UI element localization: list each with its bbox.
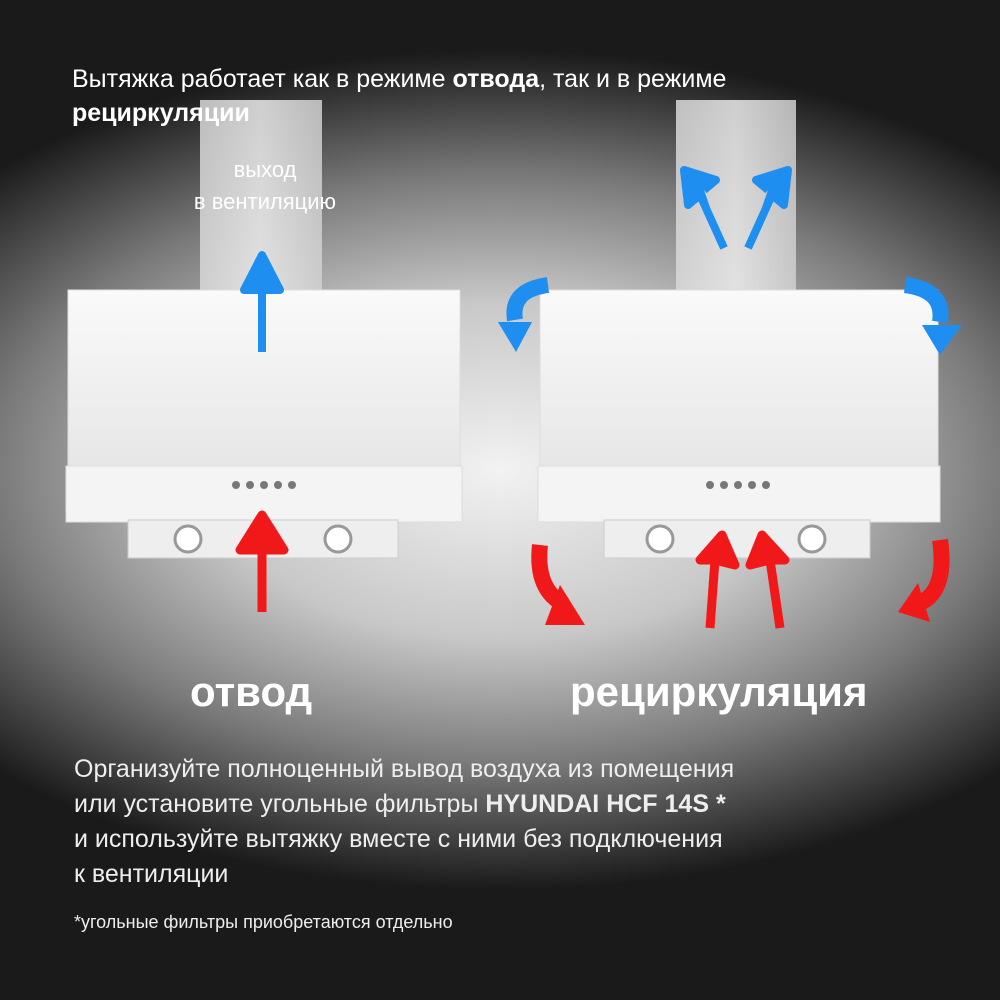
arrow-up-icon <box>240 251 284 352</box>
footnote: *угольные фильтры приобретаются отдельно <box>74 912 453 932</box>
hood-recirculation <box>498 100 962 629</box>
mode-recirculation-label: рециркуляция <box>570 668 868 715</box>
arrow-up-right-red-icon <box>695 530 740 629</box>
arrow-up-left-red-icon <box>745 530 790 629</box>
arrow-up-right-icon <box>744 166 792 250</box>
arrow-up-left-icon <box>680 166 728 250</box>
headline: Вытяжка работает как в режиме отвода, та… <box>72 65 727 127</box>
description: Организуйте полноценный вывод воздуха из… <box>74 755 735 888</box>
curved-arrow-right-icon <box>903 277 949 324</box>
mode-exhaust-label: отвод <box>190 668 313 715</box>
hood-exhaust <box>65 100 463 612</box>
arrow-up-icon <box>235 510 289 612</box>
curved-arrow-left-icon <box>506 277 550 322</box>
